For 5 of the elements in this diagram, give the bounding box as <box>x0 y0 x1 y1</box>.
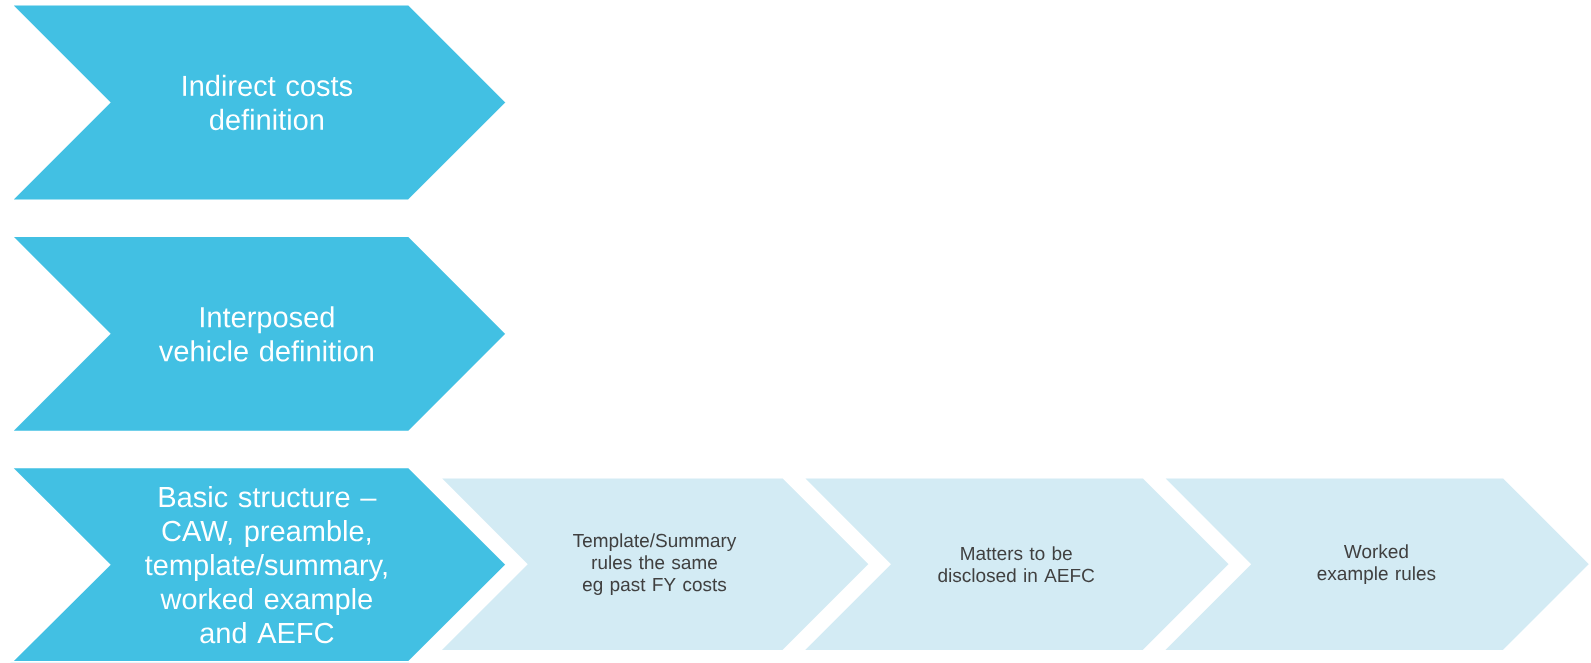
process-step: Interposed vehicle definition <box>6 234 510 434</box>
node-label: Matters to be disclosed in AEFC <box>938 546 1095 583</box>
node-label: Worked example rules <box>1317 544 1436 585</box>
node-label: Template/Summary rules the same eg past FY costs <box>573 533 737 596</box>
process-step: Indirect costs definition <box>6 2 510 203</box>
